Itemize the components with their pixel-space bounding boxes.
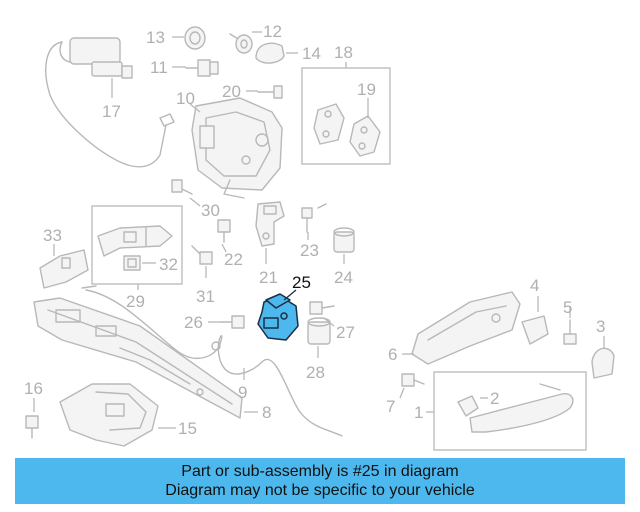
callout-26: 26 (184, 313, 203, 332)
part-19-plate[interactable] (349, 115, 381, 157)
leader-25 (283, 289, 297, 301)
callout-31: 31 (196, 287, 215, 306)
callout-15: 15 (178, 419, 197, 438)
part-23-screw[interactable] (301, 203, 327, 233)
part-13-plug[interactable] (184, 26, 206, 50)
box-29 (91, 205, 183, 285)
banner-line-1: Part or sub-assembly is #25 in diagram (181, 463, 459, 480)
part-25-highlighted[interactable] (257, 293, 299, 341)
part-9-cable[interactable] (81, 285, 343, 437)
part-27-screw[interactable] (309, 301, 335, 315)
banner-line-2: Diagram may not be specific to your vehi… (165, 482, 475, 499)
box-18 (301, 67, 391, 165)
callout-17: 17 (102, 102, 121, 121)
callout-8: 8 (262, 403, 271, 422)
part-16-screw[interactable] (25, 415, 39, 439)
part-32-seal[interactable] (123, 255, 141, 271)
callout-22: 22 (224, 250, 243, 269)
callout-32: 32 (159, 255, 178, 274)
part-17-cable[interactable] (45, 37, 175, 168)
part-22-screw[interactable] (217, 219, 231, 243)
callout-25: 25 (292, 273, 311, 292)
part-8-rod-panel[interactable] (33, 297, 243, 419)
part-26-screw[interactable] (219, 315, 245, 329)
callout-3: 3 (596, 317, 605, 336)
part-24-bushing[interactable] (333, 227, 355, 253)
part-18-striker[interactable] (313, 103, 345, 145)
callout-7: 7 (386, 397, 395, 416)
callout-19: 19 (357, 80, 376, 99)
callout-28: 28 (306, 363, 325, 382)
callout-20: 20 (222, 82, 241, 101)
callout-14: 14 (302, 44, 321, 63)
part-1-outer-handle[interactable] (469, 383, 574, 433)
callout-30: 30 (201, 201, 220, 220)
part-2-insert[interactable] (457, 395, 479, 417)
callout-33: 33 (43, 226, 62, 245)
box-1 (433, 371, 587, 451)
part-4-cover[interactable] (521, 315, 549, 345)
part-14-cap[interactable] (255, 42, 285, 64)
callout-6: 6 (388, 345, 397, 364)
callout-9: 9 (238, 383, 247, 402)
part-28-bushing[interactable] (307, 317, 331, 345)
part-31-screw[interactable] (191, 245, 213, 265)
callout-29: 29 (126, 292, 145, 311)
callout-21: 21 (259, 268, 278, 287)
part-29-handle-mech[interactable] (97, 225, 173, 257)
part-10-latch[interactable] (191, 97, 283, 199)
callout-18: 18 (334, 43, 353, 62)
part-21-bracket[interactable] (255, 201, 285, 247)
callout-27: 27 (336, 323, 355, 342)
part-30-bolt[interactable] (171, 179, 193, 195)
callout-12: 12 (263, 22, 282, 41)
part-6-handle-base[interactable] (411, 291, 521, 365)
part-3-cap[interactable] (591, 347, 615, 379)
callout-2: 2 (490, 389, 499, 408)
part-33-bracket[interactable] (39, 249, 89, 289)
part-11-screw[interactable] (185, 59, 219, 77)
callout-16: 16 (24, 379, 43, 398)
callout-10: 10 (176, 89, 195, 108)
part-12-bolt[interactable] (229, 33, 253, 54)
part-20-screw[interactable] (257, 85, 283, 99)
part-15-bracket[interactable] (59, 383, 159, 447)
callout-24: 24 (334, 268, 353, 287)
callout-5: 5 (563, 298, 572, 317)
part-5-screw[interactable] (563, 319, 577, 345)
callout-4: 4 (530, 276, 539, 295)
part-7-screw[interactable] (401, 373, 425, 387)
callout-1: 1 (414, 403, 423, 422)
callout-11: 11 (150, 58, 168, 77)
info-banner: Part or sub-assembly is #25 in diagram D… (15, 458, 625, 504)
callout-13: 13 (146, 28, 165, 47)
callout-23: 23 (300, 241, 319, 260)
